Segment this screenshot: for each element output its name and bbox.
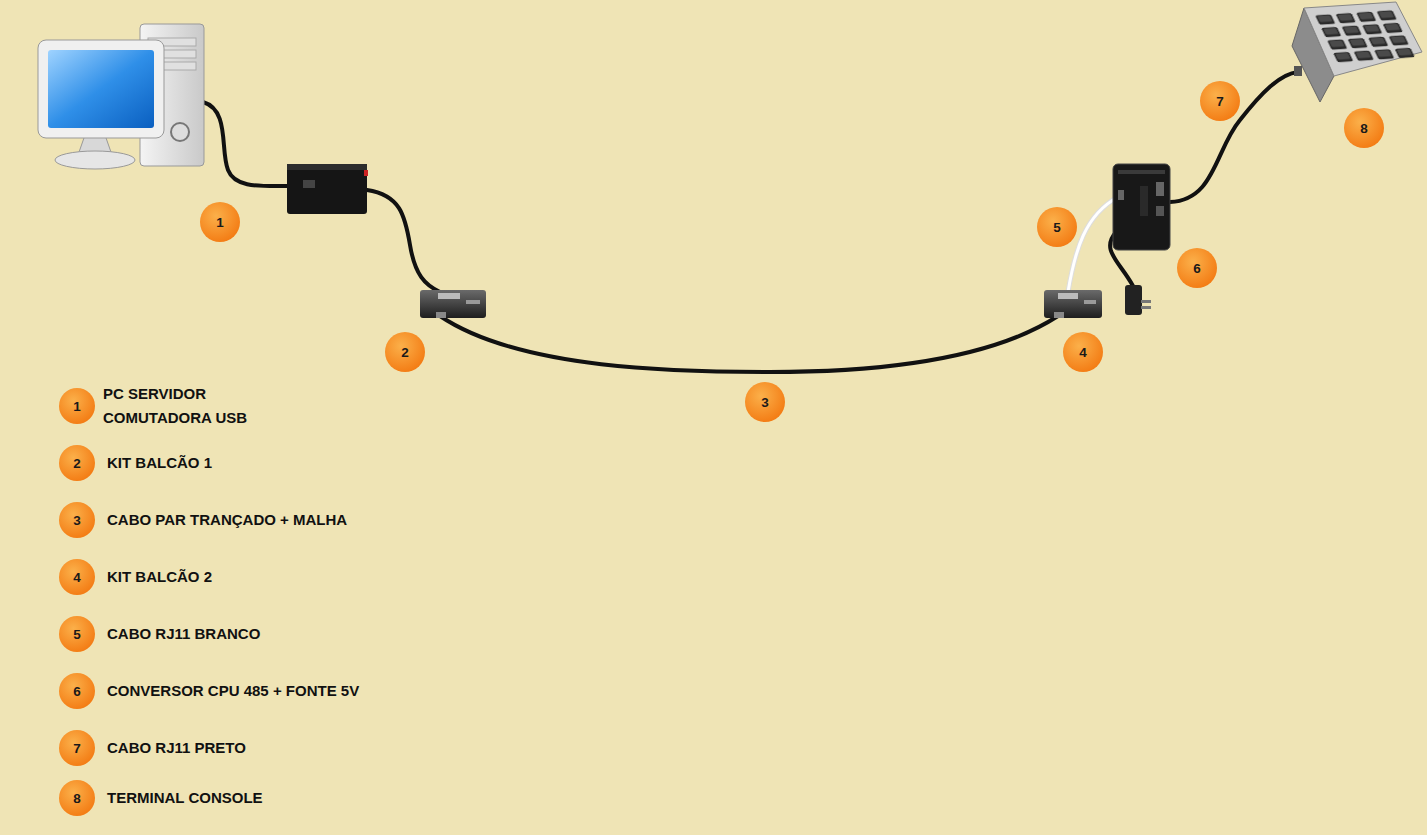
callout-number: 3 — [59, 502, 95, 538]
callout-circle-fill — [745, 382, 785, 422]
legend-item: 1PC SERVIDOR COMUTADORA USB — [59, 388, 95, 424]
callout-circle-fill — [59, 730, 95, 766]
usb-cable — [203, 102, 287, 186]
terminal-console — [1292, 2, 1422, 102]
legend-label: TERMINAL CONSOLE — [107, 786, 263, 810]
callout-circle-fill — [200, 202, 240, 242]
legend-label: CABO RJ11 BRANCO — [107, 622, 260, 646]
callout-circle-fill — [59, 388, 95, 424]
legend-label: CABO RJ11 PRETO — [107, 736, 246, 760]
callout-number: 5 — [59, 616, 95, 652]
callout-number: 8 — [1344, 108, 1384, 148]
callout-circle-fill — [1063, 332, 1103, 372]
callout-number: 2 — [385, 332, 425, 372]
callout-circle-fill — [385, 332, 425, 372]
legend-item: 2KIT BALCÃO 1 — [59, 445, 95, 481]
legend-item: 7CABO RJ11 PRETO — [59, 730, 95, 766]
callout-number: 4 — [59, 559, 95, 595]
callout-number: 8 — [59, 780, 95, 816]
legend-item: 3CABO PAR TRANÇADO + MALHA — [59, 502, 95, 538]
usb-switch — [287, 164, 368, 214]
twisted-pair-cable — [440, 316, 1058, 372]
callout-number: 2 — [59, 445, 95, 481]
callout-number: 1 — [200, 202, 240, 242]
callout-number: 3 — [745, 382, 785, 422]
callout-circle-fill — [59, 502, 95, 538]
callout-number: 5 — [1037, 207, 1077, 247]
cables — [203, 72, 1298, 372]
kit-balcao-2 — [1044, 290, 1102, 318]
callout-number: 1 — [59, 388, 95, 424]
legend-label: CONVERSOR CPU 485 + FONTE 5V — [107, 679, 359, 703]
pc-server — [38, 24, 204, 169]
legend-item: 8TERMINAL CONSOLE — [59, 780, 95, 816]
callout-circle-fill — [59, 780, 95, 816]
callout-circle-fill — [59, 445, 95, 481]
callout-number: 6 — [59, 673, 95, 709]
callout-circle-fill — [59, 559, 95, 595]
callout-circle-fill — [1200, 81, 1240, 121]
callout-circle-fill — [1344, 108, 1384, 148]
legend-label: CABO PAR TRANÇADO + MALHA — [107, 508, 347, 532]
kit-cable — [367, 190, 440, 292]
callout-number: 4 — [1063, 332, 1103, 372]
kit-balcao-1 — [420, 290, 486, 318]
callout-number: 6 — [1177, 248, 1217, 288]
callout-number: 3 — [745, 382, 785, 422]
callout-number: 1 — [200, 202, 240, 242]
callout-number: 2 — [385, 332, 425, 372]
power-supply-5v — [1125, 285, 1151, 315]
legend-label: KIT BALCÃO 2 — [107, 565, 212, 589]
legend-item: 6CONVERSOR CPU 485 + FONTE 5V — [59, 673, 95, 709]
callout-circle-fill — [59, 616, 95, 652]
converter-cpu-485 — [1113, 164, 1170, 250]
legend-label: KIT BALCÃO 1 — [107, 451, 212, 475]
callout-number: 7 — [1200, 81, 1240, 121]
legend-label: PC SERVIDOR COMUTADORA USB — [103, 382, 273, 430]
legend-item: 5CABO RJ11 BRANCO — [59, 616, 95, 652]
rj11-black-cable — [1170, 72, 1298, 202]
callout-circle-fill — [1037, 207, 1077, 247]
legend-item: 4KIT BALCÃO 2 — [59, 559, 95, 595]
callout-circle-fill — [59, 673, 95, 709]
callout-circle-fill — [1177, 248, 1217, 288]
callout-number: 5 — [1037, 207, 1077, 247]
callout-number: 4 — [1063, 332, 1103, 372]
callout-number: 7 — [59, 730, 95, 766]
callout-number: 8 — [1344, 108, 1384, 148]
callout-number: 7 — [1200, 81, 1240, 121]
callout-number: 6 — [1177, 248, 1217, 288]
